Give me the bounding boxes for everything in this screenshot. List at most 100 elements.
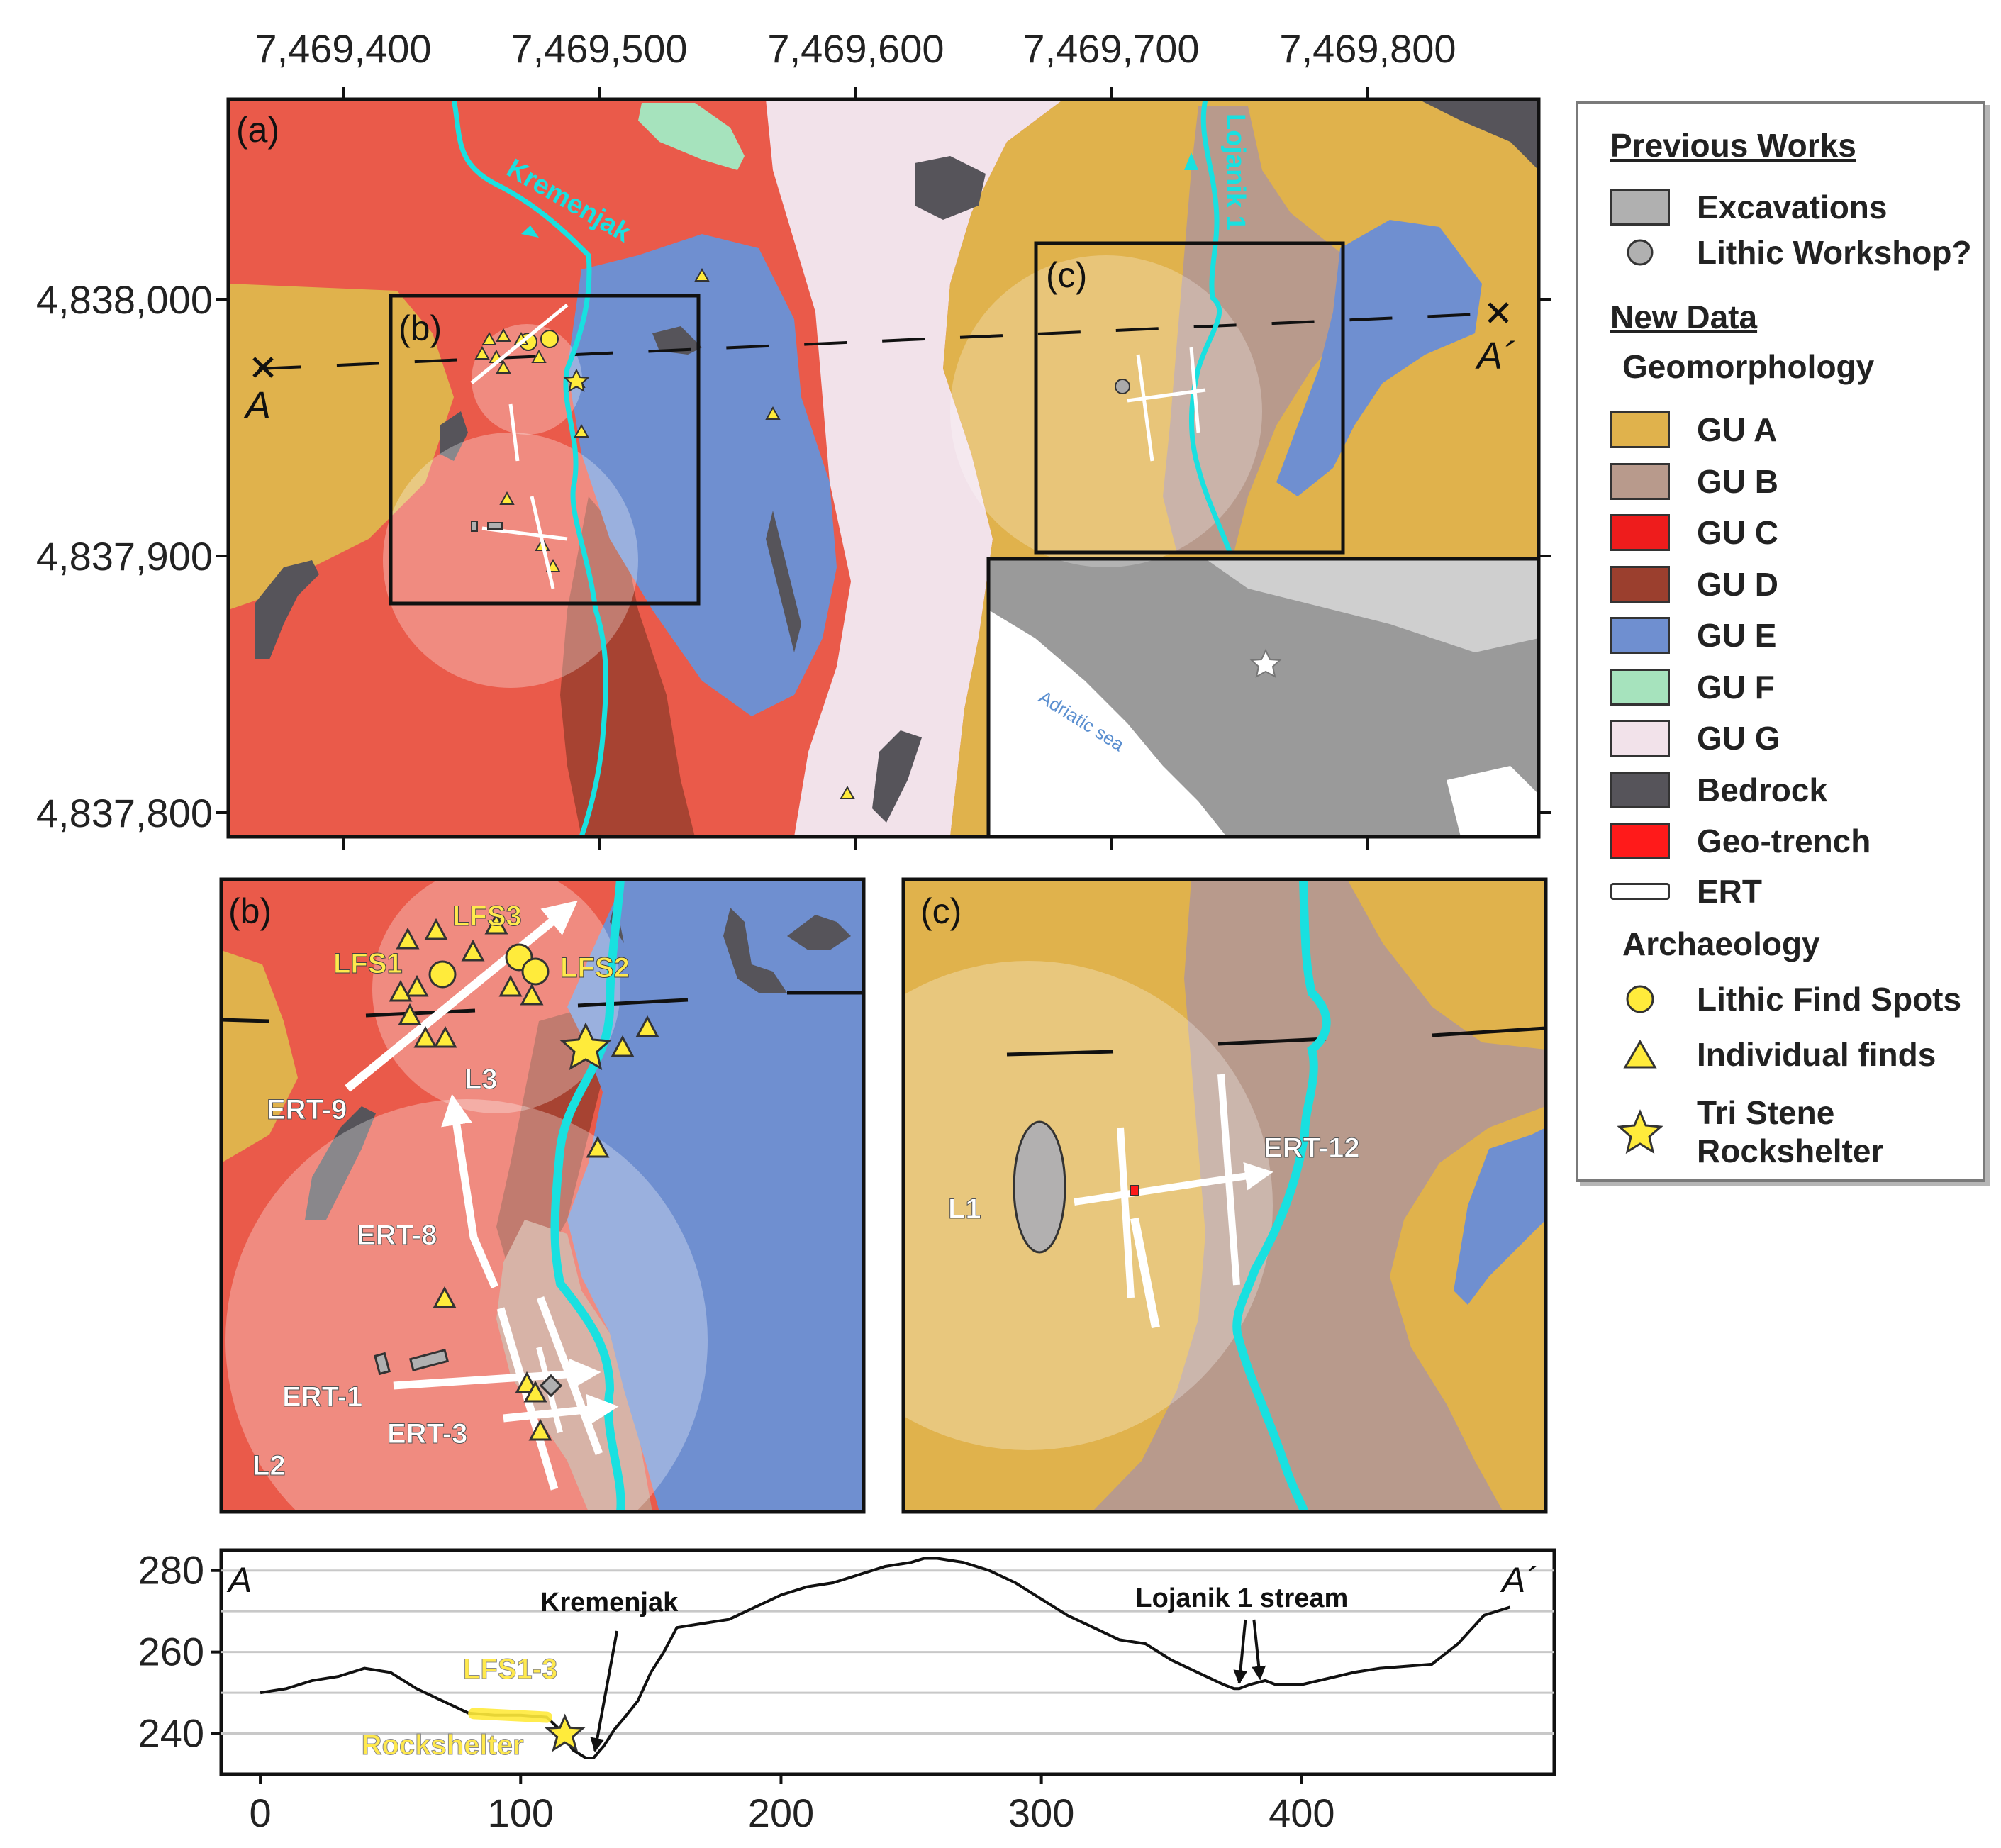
legend-rockshelter-label-1: Tri Stene xyxy=(1697,1094,1835,1131)
map-legend: Previous Works Excavations Lithic Worksh… xyxy=(1576,101,1985,1182)
inset-sea-east xyxy=(1447,766,1539,837)
lfs-highlight xyxy=(468,1708,552,1723)
unit-label: GU F xyxy=(1697,668,1775,706)
legend-new-data: New Data xyxy=(1610,299,1758,335)
label-ert8: ERT-8 xyxy=(357,1220,437,1251)
legend-lithic-workshop: Lithic Workshop? xyxy=(1610,233,1972,272)
stream-lojanik[interactable] xyxy=(1189,99,1233,555)
unit-swatch xyxy=(1610,668,1670,706)
legend-lithic-find-spots: Lithic Find Spots xyxy=(1610,979,1961,1019)
label-ert12: ERT-12 xyxy=(1264,1132,1360,1164)
c-geo-trench xyxy=(1130,1185,1139,1196)
lithic-find-spot-icon xyxy=(1610,979,1670,1019)
unit-label: Bedrock xyxy=(1697,771,1828,808)
easting-label: 7,469,500 xyxy=(511,26,687,71)
northing-label: 4,837,800 xyxy=(36,791,213,835)
label-ert1: ERT-1 xyxy=(282,1381,362,1413)
extent-box-b xyxy=(389,294,701,606)
northing-tick-labels: 4,838,000 4,837,900 4,837,800 xyxy=(36,277,213,835)
unit-swatch xyxy=(1610,462,1670,500)
legend-excavations-label: Excavations xyxy=(1697,189,1888,226)
label-l3: L3 xyxy=(464,1064,498,1095)
b-excavations xyxy=(374,1348,563,1398)
section-end-label: A´ xyxy=(1475,335,1515,377)
y-tick-label: 280 xyxy=(138,1548,204,1593)
zone-l1 xyxy=(950,255,1262,567)
kremenjak-annotation-label: Kremenjak xyxy=(540,1588,679,1618)
unit-label: Geo-trench xyxy=(1697,823,1871,859)
section-end-marker-a-prime xyxy=(1488,302,1509,323)
rockshelter-annotation-label: Rockshelter xyxy=(362,1730,524,1761)
x-tick-label: 400 xyxy=(1269,1791,1334,1835)
legend-previous-works: Previous Works xyxy=(1610,127,1856,164)
label-l2: L2 xyxy=(252,1450,286,1481)
unit-swatch xyxy=(1610,565,1670,603)
legend-unit-gu-g: GU G xyxy=(1610,718,1780,758)
northing-label: 4,837,900 xyxy=(36,534,213,579)
unit-label: GU G xyxy=(1697,720,1780,757)
easting-label: 7,469,400 xyxy=(255,26,431,71)
unit-swatch xyxy=(1610,617,1670,654)
unit-label: GU A xyxy=(1697,411,1778,448)
northing-label: 4,838,000 xyxy=(36,277,213,322)
map-axis-ticks xyxy=(216,87,1551,850)
c-ert-lines xyxy=(1074,1074,1273,1329)
legend-unit-gu-a: GU A xyxy=(1610,410,1777,450)
easting-label: 7,469,800 xyxy=(1279,26,1456,71)
rockshelter-star-icon xyxy=(1610,1089,1670,1174)
inset-sea xyxy=(988,610,1227,837)
x-tick-label: 100 xyxy=(488,1791,554,1835)
b-rockshelter-star xyxy=(559,1022,612,1070)
legend-unit-gu-f: GU F xyxy=(1610,667,1775,707)
legend-lithic-workshop-label: Lithic Workshop? xyxy=(1697,234,1972,271)
c-stream-lojanik[interactable] xyxy=(1232,879,1331,1512)
lithic-workshop-marker xyxy=(1115,379,1130,394)
flow-arrow-kremenjak xyxy=(521,226,539,238)
legend-ert-label: ERT xyxy=(1697,873,1762,910)
b-lithic-find-spots xyxy=(428,943,550,989)
panel-label-a: (a) xyxy=(236,110,279,150)
detail-map-b: (b) LFS1 LFS3 LFS2 L3 ERT-9 ERT-8 ERT-1 … xyxy=(219,877,866,1514)
section-line-a xyxy=(258,312,1497,370)
panel-label-b: (b) xyxy=(228,891,272,931)
excavations-overview xyxy=(471,521,503,532)
unit-label: GU C xyxy=(1697,514,1778,551)
legend-unit-geo-trench: Geo-trench xyxy=(1610,821,1871,861)
gu-g-area xyxy=(766,99,1064,837)
unit-swatch xyxy=(1610,514,1670,551)
map-frame-a xyxy=(226,97,1541,839)
gu-f-area xyxy=(638,103,745,170)
panel-label-c-overview: (c) xyxy=(1046,255,1087,295)
stream-kremenjak[interactable] xyxy=(451,99,608,837)
c-gu-b-area xyxy=(1092,879,1546,1512)
extent-box-c xyxy=(1034,241,1345,555)
unit-swatch xyxy=(1610,771,1670,808)
unit-label: GU B xyxy=(1697,462,1778,500)
kremenjak-arrow xyxy=(590,1630,619,1752)
lithic-workshop-icon xyxy=(1610,233,1670,272)
c-gu-e-area xyxy=(1454,1128,1546,1305)
profile-end-label: A´ xyxy=(1500,1560,1537,1600)
label-l1: L1 xyxy=(948,1193,981,1225)
unit-swatch xyxy=(1610,720,1670,757)
c-section-line-segments xyxy=(1006,1026,1546,1057)
lojanik-arrow-1 xyxy=(1233,1619,1248,1685)
label-lfs3: LFS3 xyxy=(452,901,522,932)
legend-lithic-find-spots-label: Lithic Find Spots xyxy=(1697,981,1962,1018)
zone-l3 xyxy=(472,324,582,435)
legend-unit-gu-e: GU E xyxy=(1610,616,1776,655)
map-frame-b xyxy=(219,877,866,1514)
x-tick-label: 300 xyxy=(1008,1791,1074,1835)
gu-a-area-west xyxy=(228,284,454,610)
unit-label: GU D xyxy=(1697,565,1778,603)
section-end-marker-a xyxy=(252,357,274,378)
b-individual-finds xyxy=(389,912,659,1441)
flow-arrow-lojanik xyxy=(1184,152,1198,170)
legend-rockshelter: Tri Stene Rockshelter xyxy=(1610,1089,1883,1174)
y-tick-label: 240 xyxy=(138,1711,204,1756)
lfs-annotation-label: LFS1-3 xyxy=(463,1654,557,1685)
